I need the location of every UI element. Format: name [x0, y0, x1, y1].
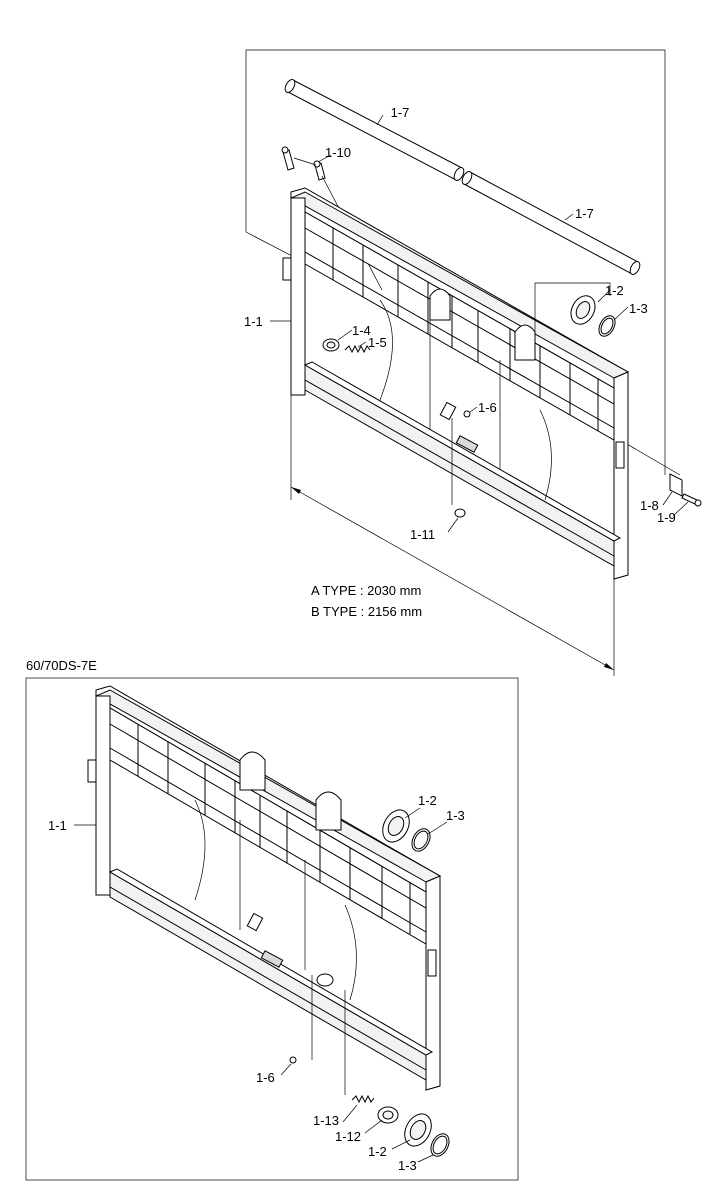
callout-1-2: 1-2 — [605, 283, 624, 298]
callout-lower-1-6: 1-6 — [256, 1070, 275, 1085]
callout-1-10: 1-10 — [325, 145, 351, 160]
shaft-1-7-lower — [461, 171, 641, 275]
bolt-1-11 — [451, 418, 466, 518]
ring-1-3-lower — [411, 828, 431, 852]
bearing-1-2-upper — [570, 295, 596, 325]
fork-carriage-frame-lower — [87, 685, 442, 1091]
callout-lower-1-1: 1-1 — [48, 818, 67, 833]
shaft-bracket-line — [245, 231, 293, 257]
bushing-1-12 — [377, 1106, 399, 1124]
ring-1-3-bottom — [430, 1133, 450, 1157]
bolt-1-9 — [681, 493, 702, 507]
callout-lower-1-12: 1-12 — [335, 1129, 361, 1144]
plate-1-8 — [669, 473, 683, 497]
fork-carriage-frame-upper — [282, 187, 630, 580]
callout-1-7b: 1-7 — [575, 206, 594, 221]
callout-1-9: 1-9 — [657, 510, 676, 525]
callout-lower-1-2: 1-2 — [418, 793, 437, 808]
shaft-1-7-upper — [284, 79, 465, 181]
rod-1-13 — [351, 1094, 375, 1104]
callout-lower-1-2b: 1-2 — [368, 1144, 387, 1159]
leader-lines-lower — [74, 807, 448, 1163]
spring-1-5 — [344, 344, 371, 354]
bearing-1-2-lower — [382, 809, 410, 843]
shaft-bracket-line — [245, 49, 666, 232]
leader-lines-upper — [270, 114, 689, 533]
callout-1-8: 1-8 — [640, 498, 659, 513]
callout-1-1: 1-1 — [244, 314, 263, 329]
dimension-a-type: A TYPE : 2030 mm — [311, 583, 421, 598]
model-detail-box — [25, 677, 519, 1181]
callout-lower-1-3: 1-3 — [446, 808, 465, 823]
callout-1-4: 1-4 — [352, 323, 371, 338]
callout-lower-1-13: 1-13 — [313, 1113, 339, 1128]
dimension-line — [290, 395, 615, 676]
nut-1-6-upper — [463, 410, 471, 418]
callout-1-5: 1-5 — [368, 335, 387, 350]
callout-1-11: 1-11 — [410, 527, 435, 542]
bearing-1-2-bottom — [404, 1113, 432, 1147]
callout-1-7a: 1-7 — [391, 105, 410, 120]
upper-assembly: 1-7 1-10 1-7 1-2 1-3 1-1 1-4 1-5 1-6 1-8… — [244, 49, 702, 676]
dimension-b-type: B TYPE : 2156 mm — [311, 604, 422, 619]
lower-assembly: 60/70DS-7E — [25, 658, 519, 1181]
ring-1-3-upper — [598, 315, 616, 337]
shaft-bracket-line — [619, 439, 681, 476]
nut-1-6-lower — [289, 1056, 297, 1064]
callout-1-6: 1-6 — [478, 400, 497, 415]
callout-1-3: 1-3 — [629, 301, 648, 316]
callout-lower-1-3b: 1-3 — [398, 1158, 417, 1173]
roller-1-4 — [322, 338, 340, 352]
model-label: 60/70DS-7E — [26, 658, 97, 673]
